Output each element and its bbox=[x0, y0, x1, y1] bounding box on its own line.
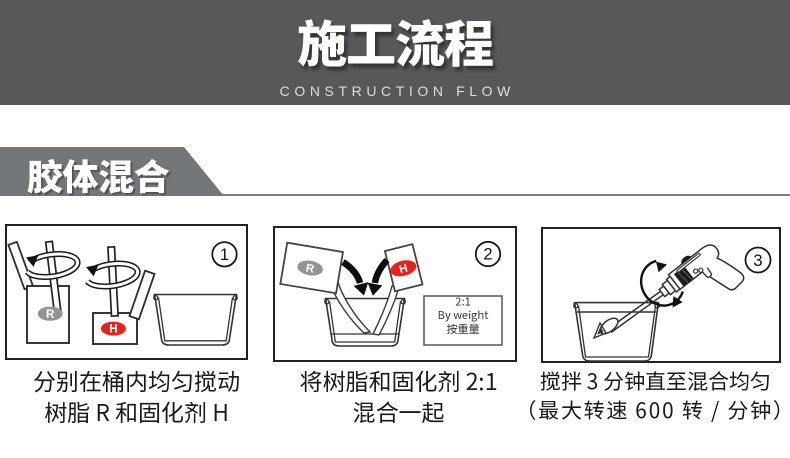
step-number-circle bbox=[474, 240, 502, 268]
resin-letter: R bbox=[305, 260, 317, 277]
section-label-banner bbox=[0, 147, 224, 196]
ratio-by-weight-cn: 按重量 bbox=[447, 321, 480, 337]
step-number: 1 bbox=[220, 246, 229, 264]
step-number-circle bbox=[211, 241, 238, 268]
stick-icon bbox=[128, 269, 156, 321]
hardener-letter: H bbox=[109, 321, 117, 337]
mixing-tub-icon bbox=[324, 297, 406, 347]
step-1-panel: R H bbox=[5, 224, 248, 360]
step-number: 2 bbox=[483, 246, 492, 264]
step-2-panel: R H 2:1 By weight 按重量 2 bbox=[273, 226, 517, 362]
resin-badge bbox=[37, 306, 63, 321]
caption-line: （最大转速 600 转 / 分钟） bbox=[515, 395, 790, 425]
mixer-paddle-icon bbox=[592, 317, 619, 340]
hardener-badge bbox=[100, 321, 126, 336]
mixing-tub-icon bbox=[573, 301, 660, 362]
step-2-caption: 将树脂和固化剂 2:1 混合一起 bbox=[259, 362, 539, 428]
step-3-illustration: 3 bbox=[573, 244, 772, 362]
step-1-illustration: R H bbox=[7, 240, 238, 346]
ratio-box bbox=[423, 295, 503, 346]
caption-line: 将树脂和固化剂 2:1 bbox=[299, 362, 498, 397]
ratio-value: 2:1 bbox=[455, 294, 470, 310]
pour-stream-icon bbox=[329, 281, 400, 336]
hardener-letter: H bbox=[397, 260, 409, 278]
stir-arrow-icon bbox=[85, 260, 141, 290]
resin-bucket-icon: R bbox=[279, 241, 344, 295]
ratio-by-weight: By weight bbox=[438, 307, 488, 323]
step-1-caption: 分别在桶内均匀搅动 树脂 R 和固化剂 H bbox=[0, 362, 277, 428]
step-3-caption: 搅拌 3 分钟直至混合均匀 （最大转速 600 转 / 分钟） bbox=[516, 367, 790, 425]
rotation-arrow-icon bbox=[639, 259, 684, 308]
pour-arrow-icon bbox=[341, 257, 390, 296]
section-rule-line bbox=[0, 194, 790, 196]
step-number: 3 bbox=[753, 252, 762, 270]
caption-line: 分别在桶内均匀搅动 bbox=[33, 362, 240, 397]
caption-line: 混合一起 bbox=[352, 393, 445, 428]
stir-rod-icon bbox=[107, 245, 119, 318]
stick-icon bbox=[7, 240, 35, 291]
resin-letter: R bbox=[46, 306, 55, 322]
page-header: 施工流程 CONSTRUCTION FLOW bbox=[0, 0, 790, 105]
caption-line: 树脂 R 和固化剂 H bbox=[44, 393, 229, 428]
hardener-bucket-icon: H bbox=[383, 243, 424, 293]
page-title: 施工流程 bbox=[297, 5, 494, 77]
stir-arrow-icon bbox=[25, 251, 81, 280]
page-subtitle: CONSTRUCTION FLOW bbox=[279, 83, 515, 99]
mixing-tub-icon bbox=[153, 293, 238, 346]
step-number-circle bbox=[744, 246, 772, 274]
step-2-illustration: R H 2:1 By weight 按重量 2 bbox=[279, 240, 503, 347]
drill-icon bbox=[658, 244, 745, 298]
step-3-panel: 3 bbox=[541, 227, 781, 363]
section-label: 胶体混合 bbox=[27, 149, 170, 201]
caption-line: 搅拌 3 分钟直至混合均匀 bbox=[539, 366, 772, 396]
